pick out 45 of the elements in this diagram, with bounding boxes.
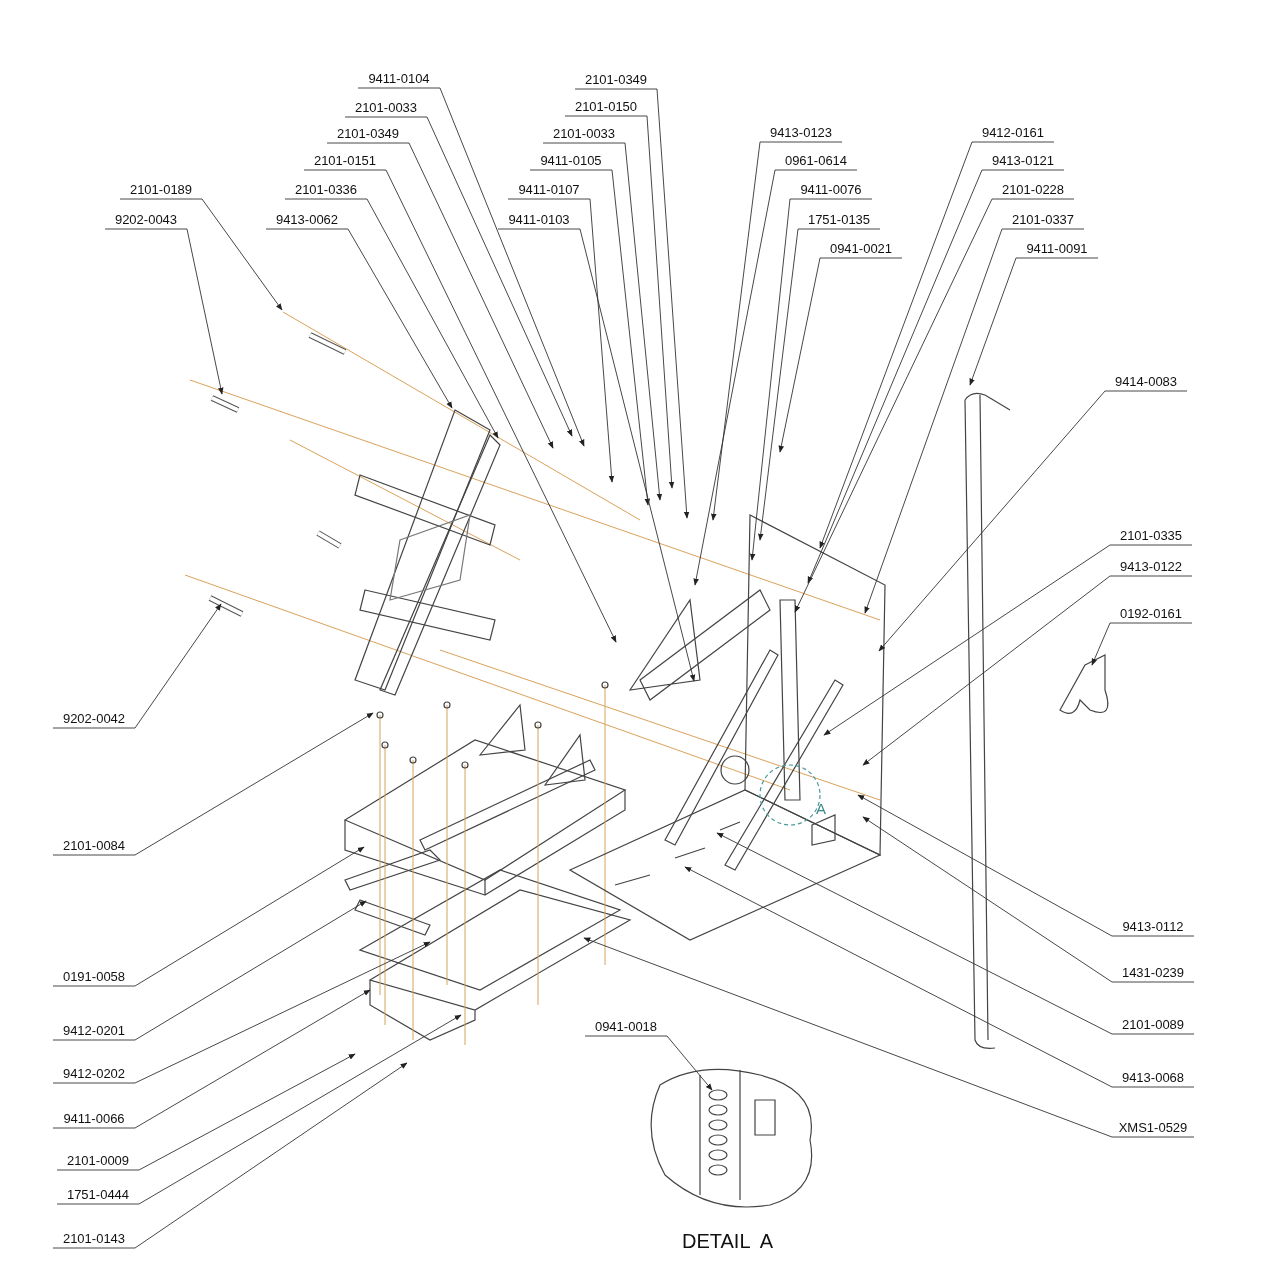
part-number: 0961-0614 (775, 153, 857, 169)
part-number: 2101-0089 (1112, 1017, 1194, 1033)
part-number: 2101-0151 (304, 153, 386, 169)
part-number: 9413-0122 (1110, 559, 1192, 575)
part-number: 9411-0066 (53, 1111, 135, 1127)
detail-title: DETAIL A (682, 1230, 774, 1253)
part-number: 1751-0444 (57, 1187, 139, 1203)
part-number: 2101-0228 (992, 182, 1074, 198)
part-number: 1751-0135 (798, 212, 880, 228)
part-number: 9202-0042 (53, 711, 135, 727)
part-number: 9413-0068 (1112, 1070, 1194, 1086)
part-number: 2101-0084 (53, 838, 135, 854)
part-number: 0192-0161 (1110, 606, 1192, 622)
part-number: 9411-0091 (1016, 241, 1098, 257)
part-number: 2101-0335 (1110, 528, 1192, 544)
part-number: 2101-0336 (285, 182, 367, 198)
part-number: 2101-0150 (565, 99, 647, 115)
part-number: 9411-0105 (530, 153, 612, 169)
part-number: 2101-0337 (1002, 212, 1084, 228)
part-number: 1431-0239 (1112, 965, 1194, 981)
part-number: 9412-0161 (972, 125, 1054, 141)
part-number: 2101-0143 (53, 1231, 135, 1247)
part-number: 9413-0062 (266, 212, 348, 228)
part-number: 0191-0058 (53, 969, 135, 985)
part-number: 2101-0349 (575, 72, 657, 88)
part-number: 9413-0112 (1112, 919, 1194, 935)
part-number: 9411-0076 (790, 182, 872, 198)
part-number: 9412-0201 (53, 1023, 135, 1039)
part-number: 2101-0033 (543, 126, 625, 142)
part-number: 9413-0123 (760, 125, 842, 141)
part-number: 9411-0103 (498, 212, 580, 228)
part-number: 9411-0104 (358, 71, 440, 87)
part-number: 9414-0083 (1105, 374, 1187, 390)
detail-callout-letter: A (816, 800, 826, 817)
part-number: 9202-0043 (105, 212, 187, 228)
part-number: 0941-0021 (820, 241, 902, 257)
part-number: 2101-0189 (120, 182, 202, 198)
part-number: XMS1-0529 (1112, 1120, 1194, 1136)
part-number: 0941-0018 (585, 1019, 667, 1035)
part-number: 2101-0033 (345, 100, 427, 116)
part-number: 9411-0107 (508, 182, 590, 198)
part-number: 2101-0349 (327, 126, 409, 142)
part-number: 2101-0009 (57, 1153, 139, 1169)
part-number: 9413-0121 (982, 153, 1064, 169)
part-number: 9412-0202 (53, 1066, 135, 1082)
